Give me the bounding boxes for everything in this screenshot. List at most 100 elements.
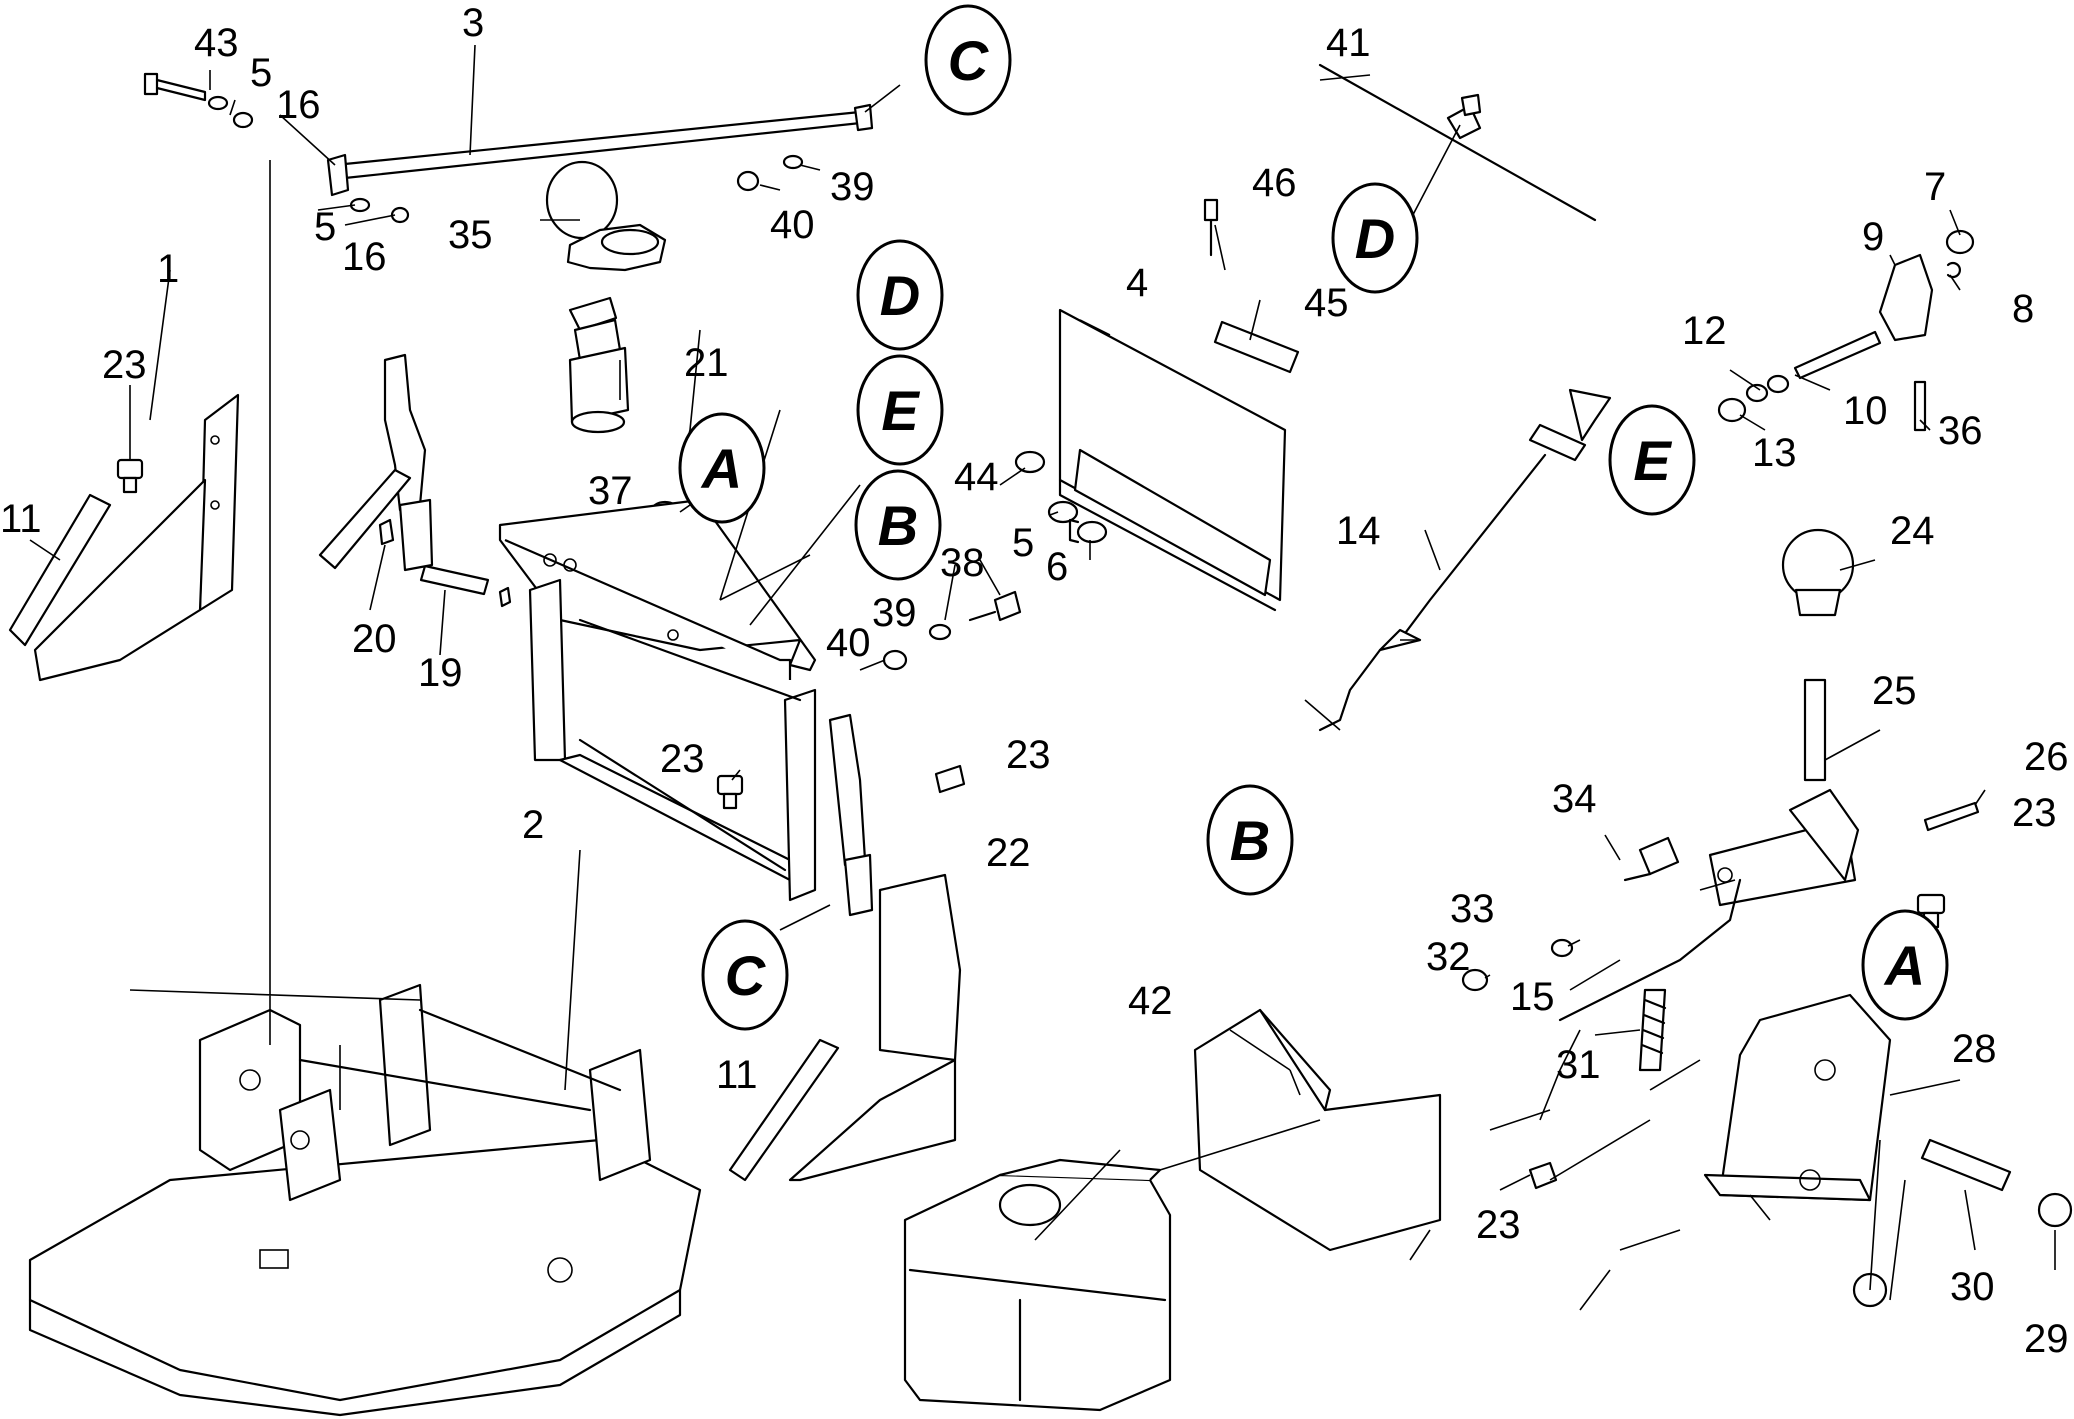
svg-text:E: E: [1633, 429, 1672, 492]
part-label: 11: [716, 1053, 758, 1097]
svg-text:C: C: [948, 29, 990, 92]
part-23-bolt-shield: [1528, 1161, 1558, 1190]
part-label: 6: [1046, 545, 1068, 589]
part-24-knob: [1781, 528, 1855, 617]
reference-marker-b-center: B: [854, 469, 942, 581]
right-hinge-bracket: [828, 713, 874, 917]
part-35-fuel-cap: [545, 160, 667, 272]
part-label: 30: [1950, 1265, 1995, 1309]
part-label: 31: [1556, 1043, 1601, 1087]
part-label: 15: [1510, 975, 1555, 1019]
part-9-lever: [1878, 253, 1934, 342]
part-45-decal: [1213, 320, 1300, 374]
part-6-plug: [1068, 518, 1108, 544]
part-label: 21: [684, 341, 729, 385]
svg-text:D: D: [880, 264, 920, 327]
part-12-washer-b: [1766, 374, 1790, 394]
reference-marker-c-lower: C: [701, 919, 789, 1031]
part-label: 32: [1426, 935, 1471, 979]
part-label: 23: [2012, 791, 2057, 835]
part-28-mounting-plate: [1703, 993, 1892, 1202]
part-23-bolt-right-of-panel: [934, 764, 966, 794]
part-1-bracket: [33, 393, 240, 682]
part-label: 4: [1126, 261, 1148, 305]
part-36-pin: [1913, 380, 1927, 432]
part-label: 3: [462, 1, 484, 45]
part-13-nut: [1717, 397, 1747, 423]
reference-marker-b-lower: B: [1206, 784, 1294, 896]
part-label: 23: [102, 343, 147, 387]
reference-marker-e-right: E: [1608, 404, 1696, 516]
part-label: 40: [770, 203, 815, 247]
part-label: 9: [1862, 215, 1884, 259]
part-11-strip-center: [728, 1038, 840, 1182]
part-16-nut-top: [232, 111, 254, 129]
reference-marker-d-center: D: [856, 239, 944, 351]
part-label: 41: [1326, 21, 1371, 65]
part-label: 5: [314, 205, 336, 249]
part-39-washer-center: [928, 623, 952, 641]
part-label: 26: [2024, 735, 2069, 779]
part-11-strip-left: [8, 493, 112, 647]
part-8-clip: [1946, 261, 1961, 279]
part-label: 43: [194, 21, 239, 65]
part-shapes: [8, 63, 2073, 1417]
part-3-rod: [326, 103, 874, 197]
part-25-shift-lever: [1803, 678, 1827, 782]
part-label: 36: [1938, 409, 1983, 453]
part-4-panel: [1058, 308, 1287, 612]
chassis-base: [28, 983, 702, 1417]
part-label: 13: [1752, 431, 1797, 475]
reference-marker-a-right: A: [1861, 909, 1949, 1021]
part-label: 12: [1682, 309, 1727, 353]
part-33-washer: [1550, 938, 1574, 958]
part-23-bolt-center: [716, 774, 744, 810]
part-12-washer-a: [1745, 383, 1769, 403]
part-43-screw: [143, 72, 207, 102]
svg-text:B: B: [878, 494, 918, 557]
part-label: 45: [1304, 281, 1349, 325]
part-30-shaft: [1920, 1138, 2012, 1192]
part-number-labels: 1 2 3 4 5 5 5 6 7 8 9 10 11 11 12 13 14 …: [0, 1, 2069, 1361]
part-pin-clip: [498, 586, 512, 608]
part-10-shaft: [1793, 330, 1882, 380]
part-40-nut-center: [882, 649, 908, 671]
part-5-washer-top: [207, 95, 229, 111]
part-label: 22: [986, 831, 1031, 875]
part-label: 23: [660, 737, 705, 781]
part-label: 44: [954, 455, 999, 499]
part-20-clip: [378, 518, 395, 546]
part-label: 42: [1128, 979, 1173, 1023]
svg-text:A: A: [1883, 934, 1925, 997]
part-label: 37: [588, 469, 633, 513]
lever-housing: [1708, 788, 1860, 907]
part-19-pin: [419, 564, 490, 596]
fuel-tank: [903, 1158, 1172, 1412]
svg-text:D: D: [1355, 207, 1395, 270]
part-label: 16: [276, 83, 321, 127]
left-hinge-bracket: [318, 353, 434, 572]
part-23-bolt-left: [116, 458, 144, 494]
leader-lines: [29, 44, 2056, 1311]
part-label: 19: [418, 651, 463, 695]
part-label: 33: [1450, 887, 1495, 931]
part-22-bracket: [788, 873, 962, 1182]
part-39-washer-top: [782, 154, 804, 170]
part-38-bolt: [968, 590, 1022, 622]
part-label: 11: [0, 497, 42, 541]
part-label: 8: [2012, 287, 2034, 331]
part-21-ignition-switch: [568, 296, 630, 434]
part-26-pin: [1923, 801, 1980, 832]
part-2-panel-frame: [498, 498, 817, 902]
part-label: 14: [1336, 509, 1381, 553]
part-14-throttle-cable: [1318, 388, 1612, 732]
part-label: 23: [1006, 733, 1051, 777]
part-5-washer-right: [1047, 500, 1079, 524]
part-label: 38: [940, 541, 985, 585]
part-29-clip-right: [2037, 1192, 2073, 1228]
part-7-nut: [1945, 229, 1975, 255]
part-label: 5: [1012, 521, 1034, 565]
reference-markers: C D D E E A B B: [678, 4, 1949, 1031]
part-46-pin: [1203, 198, 1219, 257]
